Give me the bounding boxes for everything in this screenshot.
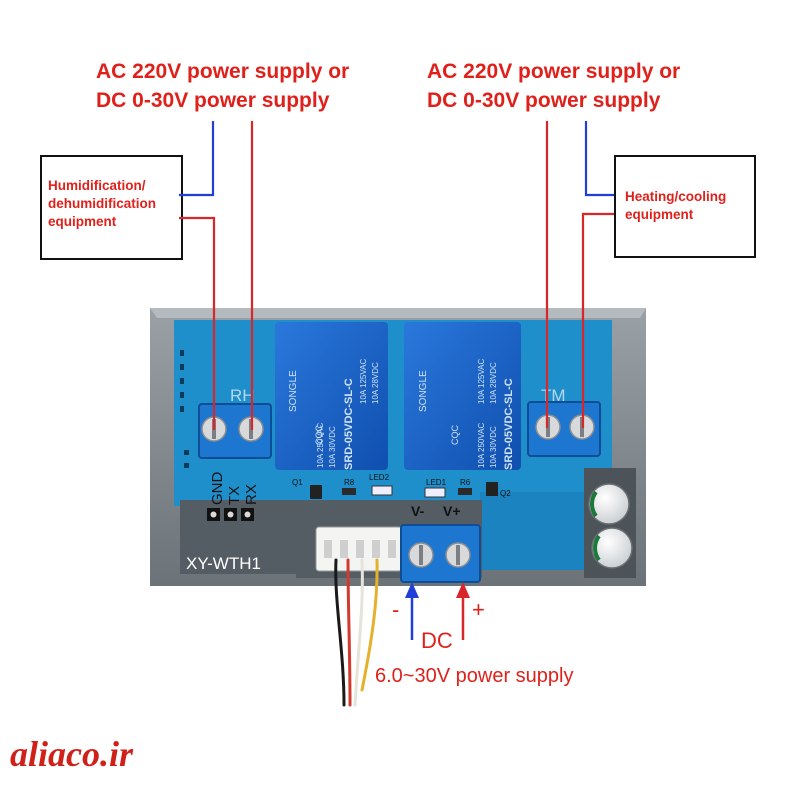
left-header-pins	[180, 350, 189, 468]
right-blue-wire	[584, 121, 614, 197]
r8-resistor	[342, 488, 356, 495]
led1-label: LED1	[426, 478, 447, 487]
uart-gnd-label: GND	[209, 472, 226, 506]
right-red-wire-equipment	[581, 212, 614, 428]
r8-label: R8	[344, 478, 355, 487]
sensor-cable	[334, 558, 379, 707]
right-equipment-box: Heating/cooling equipment	[614, 155, 756, 258]
relay-2-cert: CQC	[450, 425, 460, 446]
relay-2-brand: SONGLE	[418, 370, 429, 412]
relay-1-rating-2: 10A 125VAC	[359, 359, 368, 404]
left-power-line1: AC 220V power supply or	[96, 60, 350, 83]
dc-minus-sign: -	[392, 597, 399, 622]
q1-transistor	[310, 485, 322, 499]
uart-rx-label: RX	[243, 484, 260, 505]
right-equipment-line1: Heating/cooling	[625, 189, 727, 204]
left-power-label: AC 220V power supply or DC 0-30V power s…	[96, 57, 349, 115]
dc-plus-arrowhead	[456, 582, 470, 598]
sensor-wire-red	[346, 558, 352, 707]
dc-plus-sign: +	[472, 597, 485, 622]
relay-1-rating-1: 10A 250VAC	[316, 423, 325, 468]
left-red-wire-equipment	[179, 216, 216, 430]
relay-2: SRD-05VDC-SL-C SONGLE 10A 250VAC 10A 30V…	[404, 322, 521, 470]
uart-tx-label: TX	[226, 486, 243, 505]
right-power-line2: DC 0-30V power supply	[427, 89, 661, 112]
relay-1-rating-4: 10A 28VDC	[371, 362, 380, 404]
r6-label: R6	[460, 478, 471, 487]
right-equipment-label: Heating/cooling equipment	[625, 188, 754, 224]
relay-1-model: SRD-05VDC-SL-C	[343, 378, 355, 470]
smd-components: Q1 R8 LED2 LED1 R6 Q2	[292, 473, 511, 499]
relay-1: SRD-05VDC-SL-C SONGLE 10A 250VAC 10A 30V…	[275, 322, 388, 470]
q1-label: Q1	[292, 478, 303, 487]
capacitor-1	[588, 483, 630, 525]
left-wiring	[179, 121, 254, 430]
right-power-label: AC 220V power supply or DC 0-30V power s…	[427, 57, 680, 115]
uart-header: GND TX RX	[207, 472, 260, 521]
dc-label: DC	[421, 628, 453, 653]
relay-2-rating-4: 10A 28VDC	[489, 362, 498, 404]
enclosure-top-edge	[150, 308, 646, 318]
right-power-line1: AC 220V power supply or	[427, 60, 681, 83]
led2-label: LED2	[369, 473, 390, 482]
left-equipment-box: Humidification/ dehumidification equipme…	[40, 155, 183, 260]
dc-input-arrows	[405, 582, 470, 640]
r6-resistor	[458, 488, 472, 495]
pcb-lower-left	[180, 500, 300, 574]
pcb-lower-right	[480, 492, 584, 570]
left-equipment-label: Humidification/ dehumidification equipme…	[48, 177, 181, 231]
sensor-wire-black	[334, 558, 346, 707]
relay-1-brand: SONGLE	[288, 370, 299, 412]
relay-2-rating-1: 10A 250VAC	[477, 423, 486, 468]
dc-range-label: 6.0~30V power supply	[375, 665, 573, 687]
left-power-line2: DC 0-30V power supply	[96, 89, 330, 112]
watermark: aliaco.ir	[10, 734, 133, 774]
q2-transistor	[486, 482, 498, 496]
sensor-wire-yellow	[360, 558, 379, 692]
left-equipment-line3: equipment	[48, 214, 117, 229]
sensor-wire-white	[353, 558, 364, 707]
relay-2-rating-2: 10A 125VAC	[477, 359, 486, 404]
capacitors	[588, 483, 633, 569]
v-plus-label: V+	[443, 503, 461, 519]
led2	[371, 485, 393, 496]
relay-2-rating-3: 10A 30VDC	[489, 426, 498, 468]
v-minus-label: V-	[411, 503, 425, 519]
board-model-label: XY-WTH1	[186, 554, 261, 573]
left-blue-wire	[179, 121, 215, 197]
led1	[424, 487, 446, 498]
tm-terminal-block	[527, 401, 601, 457]
rh-label: RH	[230, 386, 255, 405]
right-equipment-line2: equipment	[625, 207, 694, 222]
dc-terminal-block	[400, 524, 481, 583]
right-wiring	[545, 121, 614, 428]
left-equipment-line2: dehumidification	[48, 196, 156, 211]
left-equipment-line1: Humidification/	[48, 178, 146, 193]
rh-terminal-block	[198, 403, 272, 459]
dc-minus-arrowhead	[405, 582, 419, 598]
relay-1-cert: CQC	[314, 425, 324, 446]
relay-2-model: SRD-05VDC-SL-C	[503, 378, 515, 470]
sensor-connector	[315, 526, 403, 572]
capacitor-2	[591, 527, 633, 569]
relay-1-rating-3: 10A 30VDC	[328, 426, 337, 468]
q2-label: Q2	[500, 489, 511, 498]
